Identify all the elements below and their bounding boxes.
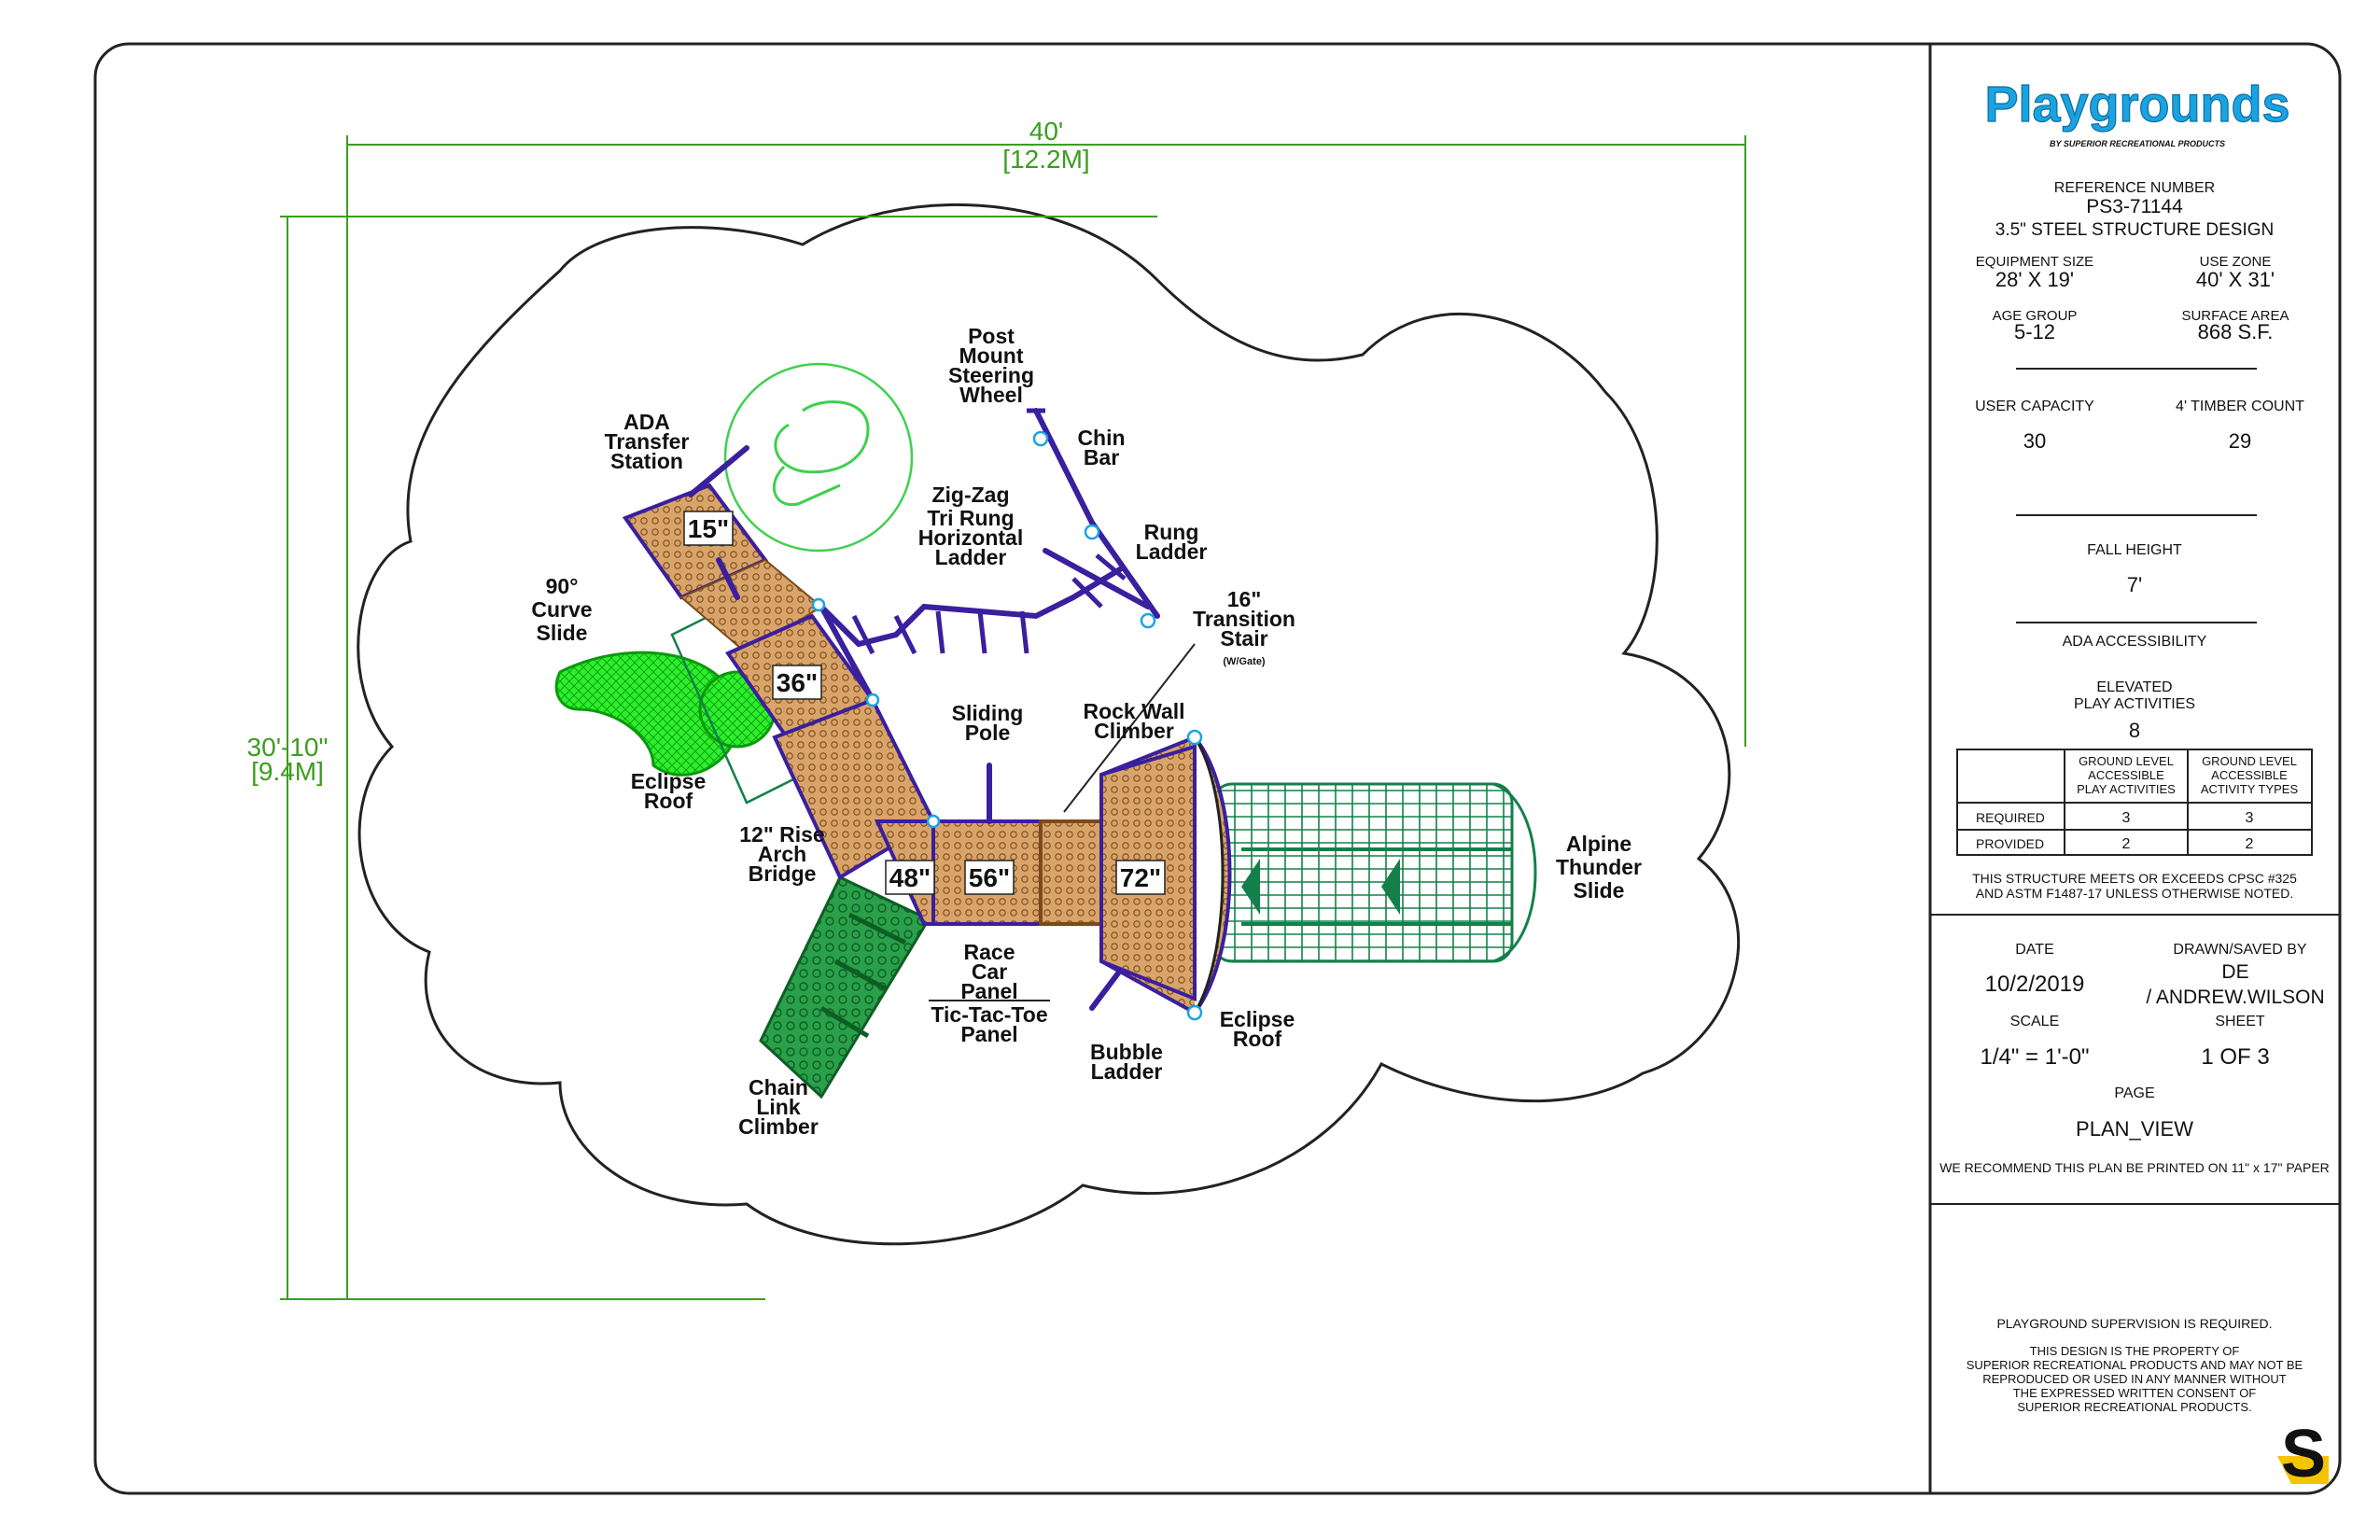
fall-height-label: FALL HEIGHT bbox=[2087, 542, 2182, 558]
table-row-required-b: 3 bbox=[2246, 810, 2254, 826]
sheet-label: SHEET bbox=[2215, 1014, 2265, 1029]
user-capacity-label: USER CAPACITY bbox=[1975, 399, 2094, 414]
age-group: 5-12 bbox=[2014, 320, 2055, 343]
brand-tagline: BY SUPERIOR RECREATIONAL PRODUCTS bbox=[2050, 139, 2225, 148]
elevated-label-1: ELEVATED bbox=[2096, 679, 2172, 695]
deck-72: 72" bbox=[1120, 863, 1161, 892]
sheet-value: 1 OF 3 bbox=[2201, 1044, 2269, 1070]
accessibility-table bbox=[1956, 749, 2313, 856]
table-row-required-label: REQUIRED bbox=[1976, 810, 2045, 825]
structure-rails bbox=[688, 408, 1160, 1011]
deck-48: 48" bbox=[889, 863, 931, 892]
ada-label: ADA ACCESSIBILITY bbox=[2063, 634, 2207, 650]
width-feet: 40' bbox=[1029, 117, 1064, 146]
drawn-value-1: DE bbox=[2221, 961, 2248, 983]
use-zone-label: USE ZONE bbox=[2200, 254, 2272, 270]
equipment-size: 28' X 19' bbox=[1995, 268, 2074, 291]
page-value: PLAN_VIEW bbox=[2076, 1117, 2193, 1141]
print-recommendation: WE RECOMMEND THIS PLAN BE PRINTED ON 11"… bbox=[1939, 1160, 2330, 1175]
structure-design: 3.5" STEEL STRUCTURE DESIGN bbox=[1995, 220, 2275, 240]
scale-value: 1/4" = 1'-0" bbox=[1980, 1044, 2089, 1070]
user-capacity: 30 bbox=[2023, 429, 2046, 453]
cpsc-note-1: THIS STRUCTURE MEETS OR EXCEEDS CPSC #32… bbox=[1972, 871, 2297, 886]
supervision-note: PLAYGROUND SUPERVISION IS REQUIRED. bbox=[1996, 1316, 2272, 1331]
reference-label: REFERENCE NUMBER bbox=[2054, 180, 2215, 196]
height-feet: 30'-10" bbox=[247, 733, 329, 762]
post-nodes bbox=[811, 430, 1203, 1021]
surface-area-label: SURFACE AREA bbox=[2181, 308, 2289, 324]
scale-label: SCALE bbox=[2010, 1014, 2059, 1029]
timber-count: 29 bbox=[2229, 429, 2251, 453]
width-dimension bbox=[346, 135, 1746, 1299]
chain-link-climber bbox=[759, 875, 931, 1099]
svg-text:S: S bbox=[2281, 1417, 2326, 1491]
table-row-required-a: 3 bbox=[2122, 810, 2131, 826]
page-label: PAGE bbox=[2114, 1085, 2154, 1101]
surface-area: 868 S.F. bbox=[2198, 320, 2274, 343]
date-value: 10/2/2019 bbox=[1985, 972, 2085, 997]
brand-logo: Playgrounds bbox=[1984, 77, 2289, 133]
wheelchair-icon bbox=[723, 362, 914, 553]
equipment-size-label: EQUIPMENT SIZE bbox=[1976, 254, 2093, 270]
use-zone: 40' X 31' bbox=[2196, 268, 2275, 291]
use-zone-boundary bbox=[357, 203, 1741, 1246]
deck-56: 56" bbox=[969, 863, 1010, 892]
transition-leader bbox=[1063, 643, 1196, 813]
ladder-rungs bbox=[851, 408, 1127, 655]
cpsc-note-2: AND ASTM F1487-17 UNLESS OTHERWISE NOTED… bbox=[1976, 886, 2294, 901]
drawn-value-2: / ANDREW.WILSON bbox=[2146, 987, 2324, 1008]
reference-number: PS3-71144 bbox=[2086, 196, 2183, 217]
age-group-label: AGE GROUP bbox=[1993, 308, 2078, 324]
deck-labels: 15" 36" 48" 56" 72" bbox=[683, 511, 1166, 895]
table-row-provided-b: 2 bbox=[2246, 836, 2254, 852]
deck-15: 15" bbox=[688, 514, 729, 543]
timber-count-label: 4' TIMBER COUNT bbox=[2176, 399, 2304, 414]
elevated-label-2: PLAY ACTIVITIES bbox=[2074, 696, 2195, 712]
width-meters: [12.2M] bbox=[1002, 145, 1089, 174]
table-row-provided-a: 2 bbox=[2122, 836, 2131, 852]
titleblock: Playgrounds BY SUPERIOR RECREATIONAL PRO… bbox=[1930, 76, 2340, 1491]
drawn-label: DRAWN/SAVED BY bbox=[2173, 942, 2306, 958]
fall-height: 7' bbox=[2127, 573, 2142, 596]
elevated-count: 8 bbox=[2129, 719, 2140, 742]
superior-s-icon: S bbox=[2277, 1417, 2329, 1491]
alpine-thunder-slide bbox=[1211, 782, 1537, 963]
table-row-provided-label: PROVIDED bbox=[1976, 836, 2044, 851]
deck-36: 36" bbox=[777, 668, 818, 697]
height-meters: [9.4M] bbox=[251, 757, 324, 786]
height-dimension bbox=[280, 216, 1157, 1300]
date-label: DATE bbox=[2015, 942, 2053, 958]
